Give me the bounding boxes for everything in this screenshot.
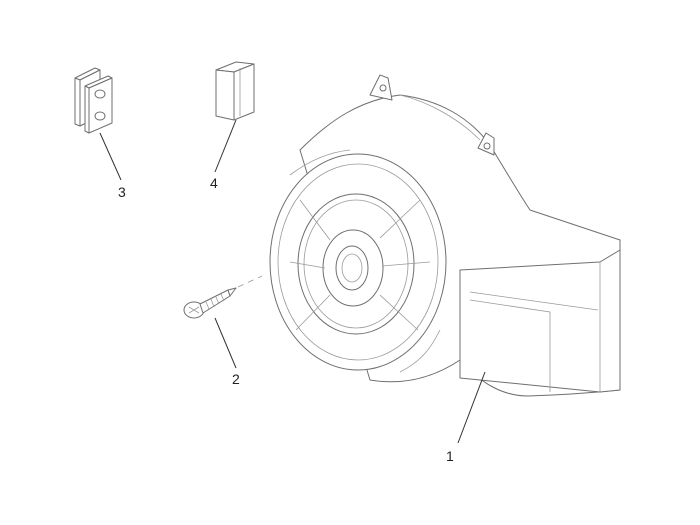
leader-line-4 — [214, 119, 237, 173]
callout-4: 4 — [210, 175, 218, 191]
part-rubber-block — [74, 67, 113, 134]
leader-line-2 — [214, 317, 237, 369]
part-screw — [183, 287, 237, 319]
callout-2: 2 — [232, 371, 240, 387]
leader-line-1 — [457, 371, 486, 444]
callout-3: 3 — [118, 184, 126, 200]
part-fan-cover — [269, 74, 621, 397]
leader-line-3 — [99, 132, 122, 181]
part-pad — [215, 61, 255, 121]
callout-1: 1 — [446, 448, 454, 464]
